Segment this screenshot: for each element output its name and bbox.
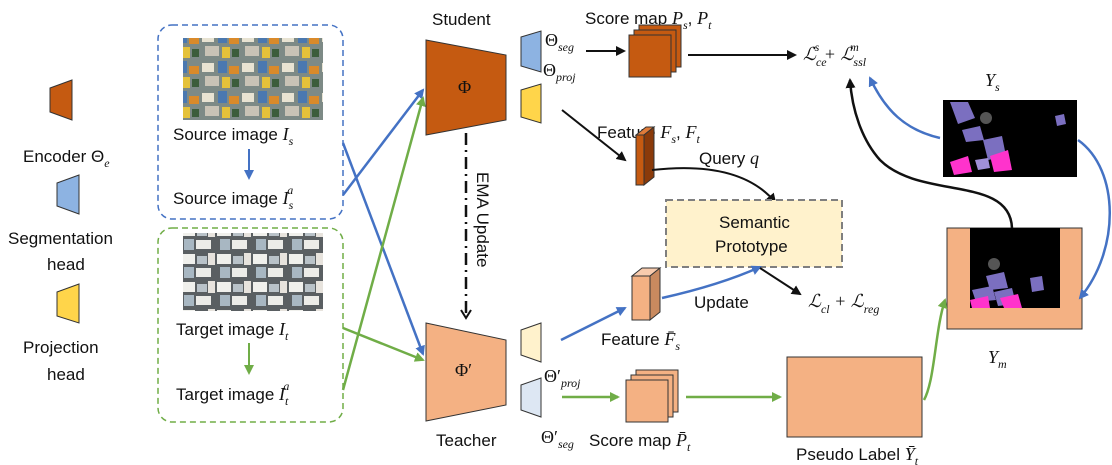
pseudo-label-text: Pseudo Label Ȳt <box>796 444 919 465</box>
legend: Encoder Θe Segmentation head Projection … <box>8 79 113 384</box>
legend-proj-head-label-2: head <box>47 365 85 384</box>
loss-contrast: ℒcl + ℒreg <box>808 291 879 316</box>
teacher-proj-head-label: Θ′proj <box>544 366 581 390</box>
legend-seg-head-label-1: Segmentation <box>8 229 113 248</box>
teacher-scoremap-stack <box>625 369 679 423</box>
ym-label: Ym <box>988 347 1007 371</box>
target-group: Target image It Target image Ita <box>157 227 344 423</box>
arrow-ys-to-ym <box>1077 138 1111 300</box>
student-scoremap-stack <box>628 24 682 78</box>
legend-proj-head-icon <box>56 283 80 324</box>
student-seg-head <box>520 30 542 73</box>
student-proj-head-label: Θproj <box>543 60 576 84</box>
arrow-feature-to-prototype-update <box>661 265 762 300</box>
arrow-feature-to-prototype <box>651 167 777 204</box>
legend-encoder-label: Encoder Θe <box>23 147 110 170</box>
student-feature-block <box>634 125 656 187</box>
update-label: Update <box>694 293 749 312</box>
legend-encoder-icon <box>49 79 73 121</box>
legend-seg-head-icon <box>56 174 80 215</box>
teacher-encoder-symbol: Φ′ <box>455 360 472 380</box>
ym-segments <box>970 258 1044 308</box>
student-seg-head-label: Θseg <box>545 30 574 54</box>
student-scoremap-label: Score map Ps, Pt <box>585 8 712 32</box>
arrow-target-to-student <box>341 96 426 391</box>
ema-update: EMA Update <box>460 133 492 320</box>
query-label: Query q <box>699 148 759 168</box>
student-label: Student <box>432 10 491 29</box>
source-aug-label: Source image Isa <box>173 183 294 212</box>
prototype-label-1: Semantic <box>719 213 790 232</box>
pseudo-label-box <box>786 356 923 438</box>
legend-proj-head-label-1: Projection <box>23 338 99 357</box>
student-branch: Student Φ Θseg Θproj Score map Ps, Pt Fe… <box>425 8 797 204</box>
teacher-feature-block <box>630 266 662 322</box>
teacher-scoremap-label: Score map P̄t <box>589 430 691 454</box>
teacher-feature-label: Feature F̄s <box>601 329 680 353</box>
teacher-label: Teacher <box>436 431 497 450</box>
arrow-ys-to-loss <box>868 76 941 140</box>
source-dashed-box <box>157 24 344 220</box>
target-dashed-box <box>157 227 344 423</box>
arrow-ym-to-loss <box>845 78 1014 229</box>
ys-group: Ys <box>943 70 1077 177</box>
ys-segments <box>950 102 1066 175</box>
teacher-proj-head <box>520 322 542 363</box>
teacher-seg-head <box>520 377 542 418</box>
arrow-projhead-to-feature <box>561 109 627 162</box>
student-encoder-symbol: Φ <box>458 77 471 97</box>
arrow-target-to-teacher <box>342 326 425 362</box>
prototype-box <box>665 199 843 268</box>
legend-seg-head-label-2: head <box>47 255 85 274</box>
target-image <box>183 233 323 311</box>
arrow-teacher-proj-to-feature <box>560 306 627 342</box>
target-image-label: Target image It <box>176 319 289 343</box>
teacher-encoder <box>425 322 507 422</box>
source-image <box>183 38 323 120</box>
arrow-prototype-to-loss <box>759 267 802 296</box>
semantic-prototype: Semantic Prototype <box>665 199 843 268</box>
target-aug-label: Target image Ita <box>176 379 289 408</box>
input-arrows <box>341 88 426 391</box>
ys-label: Ys <box>985 70 1000 94</box>
teacher-branch: Φ′ Teacher Θ′proj Θ′seg Feature F̄s Upda… <box>425 265 923 465</box>
student-encoder <box>425 39 507 136</box>
arrow-pseudo-to-ym <box>922 298 948 401</box>
ym-group: Ym <box>946 227 1083 371</box>
loss-seg: ℒces + ℒsslm <box>803 40 867 69</box>
teacher-seg-head-label: Θ′seg <box>541 427 574 451</box>
source-image-label: Source image Is <box>173 124 294 148</box>
ema-label: EMA Update <box>473 172 492 267</box>
student-proj-head <box>520 83 542 124</box>
prototype-label-2: Prototype <box>715 237 788 256</box>
source-group: Source image Is Source image Isa <box>157 24 344 220</box>
